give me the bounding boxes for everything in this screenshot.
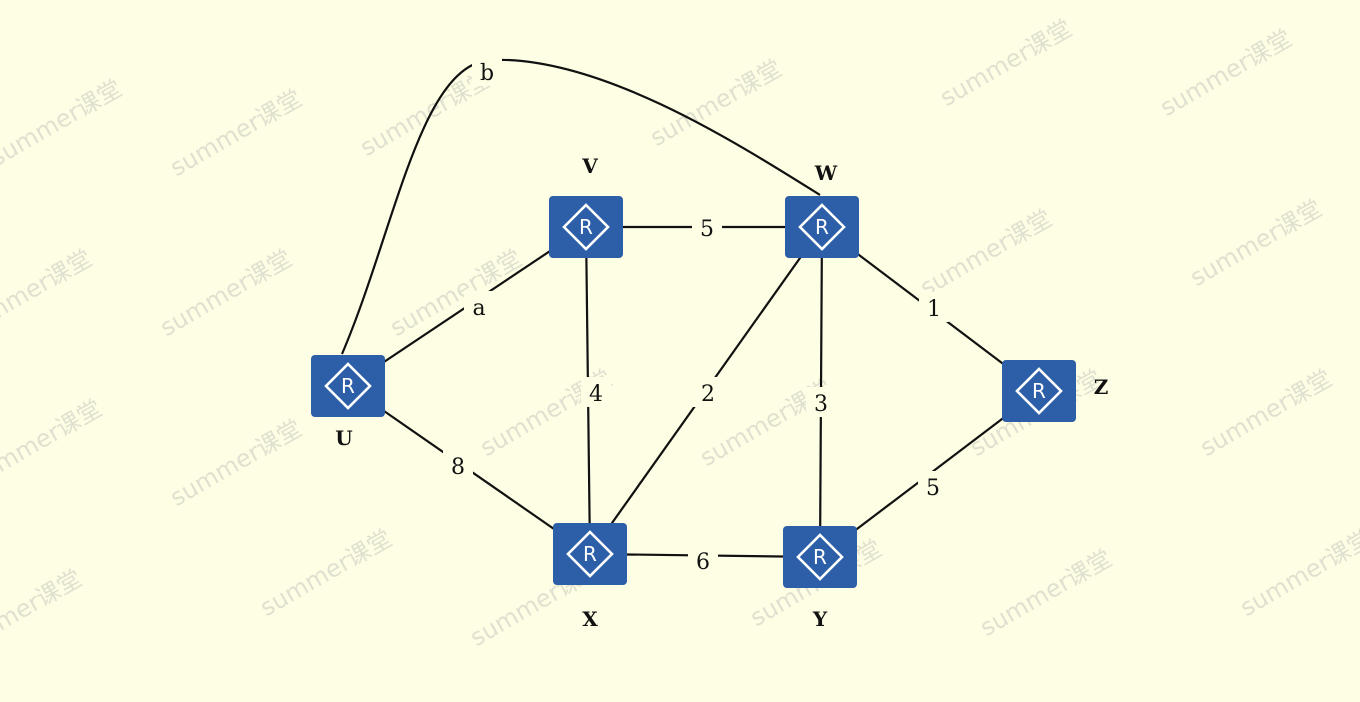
watermark-text: summer课堂 bbox=[1185, 194, 1326, 292]
router-glyph: R bbox=[583, 542, 597, 566]
watermark-text: summer课堂 bbox=[155, 244, 296, 342]
diamond-shape bbox=[566, 530, 614, 578]
edge-weight-x-y: 6 bbox=[688, 545, 718, 575]
router-node-v[interactable]: RV bbox=[549, 154, 623, 258]
router-box bbox=[783, 526, 857, 588]
edge-weight-label: a bbox=[472, 296, 485, 321]
node-label: U bbox=[335, 426, 352, 450]
router-box bbox=[1002, 360, 1076, 422]
watermark-text: summer课堂 bbox=[1235, 524, 1360, 622]
edge-weight-background bbox=[918, 471, 948, 501]
router-icon: R bbox=[1002, 360, 1076, 422]
router-node-u[interactable]: RU bbox=[311, 355, 385, 450]
edge-weight-label: 5 bbox=[700, 217, 714, 242]
diamond-shape bbox=[798, 203, 846, 251]
router-node-w[interactable]: RW bbox=[785, 161, 859, 258]
router-icon: R bbox=[549, 196, 623, 258]
diamond-shape bbox=[796, 533, 844, 581]
edge-weight-label: 6 bbox=[696, 550, 710, 575]
edge-weight-y-z: 5 bbox=[918, 471, 948, 501]
router-box bbox=[549, 196, 623, 258]
router-box bbox=[553, 523, 627, 585]
watermark-text: summer课堂 bbox=[645, 54, 786, 152]
watermark-text: summer课堂 bbox=[385, 244, 526, 342]
watermark-text: summer课堂 bbox=[915, 204, 1056, 302]
edge-weight-label: b bbox=[480, 61, 494, 86]
diamond-shape bbox=[324, 362, 372, 410]
diamond-shape bbox=[1015, 367, 1063, 415]
edge-weight-u-w: b bbox=[472, 56, 502, 86]
edge-weight-background bbox=[692, 212, 722, 242]
edge-weight-background bbox=[688, 545, 718, 575]
router-node-x[interactable]: RX bbox=[553, 523, 627, 631]
edge-weight-label: 5 bbox=[926, 476, 940, 501]
router-glyph: R bbox=[341, 374, 355, 398]
watermark-text: summer课堂 bbox=[0, 244, 97, 342]
router-icon: R bbox=[783, 526, 857, 588]
edge-weight-label: 8 bbox=[451, 455, 465, 480]
edge-weight-v-x: 4 bbox=[581, 377, 611, 407]
router-icon: R bbox=[311, 355, 385, 417]
watermark-text: summer课堂 bbox=[165, 84, 306, 182]
node-label: Y bbox=[812, 607, 828, 631]
router-glyph: R bbox=[815, 215, 829, 239]
watermark-text: summer课堂 bbox=[1195, 364, 1336, 462]
node-label: V bbox=[581, 154, 598, 178]
watermark-text: summer课堂 bbox=[0, 74, 127, 172]
router-glyph: R bbox=[579, 215, 593, 239]
edge-weight-background bbox=[472, 56, 502, 86]
edge-weight-w-y: 3 bbox=[806, 387, 836, 417]
edge-weight-w-x: 2 bbox=[693, 377, 723, 407]
router-box bbox=[311, 355, 385, 417]
router-icon: R bbox=[785, 196, 859, 258]
edge-weight-label: 1 bbox=[927, 297, 941, 322]
router-node-y[interactable]: RY bbox=[783, 526, 857, 631]
edge-weight-background bbox=[581, 377, 611, 407]
edge-weight-u-v: a bbox=[464, 291, 494, 321]
node-label: X bbox=[582, 607, 598, 631]
router-box bbox=[785, 196, 859, 258]
edge-weight-u-x: 8 bbox=[443, 450, 473, 480]
node-label: Z bbox=[1094, 375, 1109, 399]
edge-weight-background bbox=[919, 292, 949, 322]
edge-weight-label: 4 bbox=[589, 382, 603, 407]
watermark-text: summer课堂 bbox=[0, 394, 107, 492]
watermark-text: summer课堂 bbox=[0, 564, 87, 662]
edge-weight-background bbox=[464, 291, 494, 321]
watermark-text: summer课堂 bbox=[935, 14, 1076, 112]
edge-weight-v-w: 5 bbox=[692, 212, 722, 242]
watermark-text: summer课堂 bbox=[975, 544, 1116, 642]
router-icon: R bbox=[553, 523, 627, 585]
edge-weight-w-z: 1 bbox=[919, 292, 949, 322]
watermark-text: summer课堂 bbox=[1155, 24, 1296, 122]
edge-weight-label: 2 bbox=[701, 382, 715, 407]
router-glyph: R bbox=[813, 545, 827, 569]
watermark-text: summer课堂 bbox=[255, 524, 396, 622]
watermark-layer: summer课堂 summer课堂 summer课堂 summer课堂 summer课堂… bbox=[0, 14, 1360, 662]
edge-weight-background bbox=[693, 377, 723, 407]
edge-weight-background bbox=[806, 387, 836, 417]
edge-weight-background bbox=[443, 450, 473, 480]
node-label: W bbox=[814, 161, 838, 185]
edge-weight-layer: b a 8 5 4 2 3 1 6 5 bbox=[443, 56, 949, 575]
router-glyph: R bbox=[1032, 379, 1046, 403]
edge-weight-label: 3 bbox=[814, 392, 828, 417]
watermark-text: summer课堂 bbox=[165, 414, 306, 512]
diamond-shape bbox=[562, 203, 610, 251]
